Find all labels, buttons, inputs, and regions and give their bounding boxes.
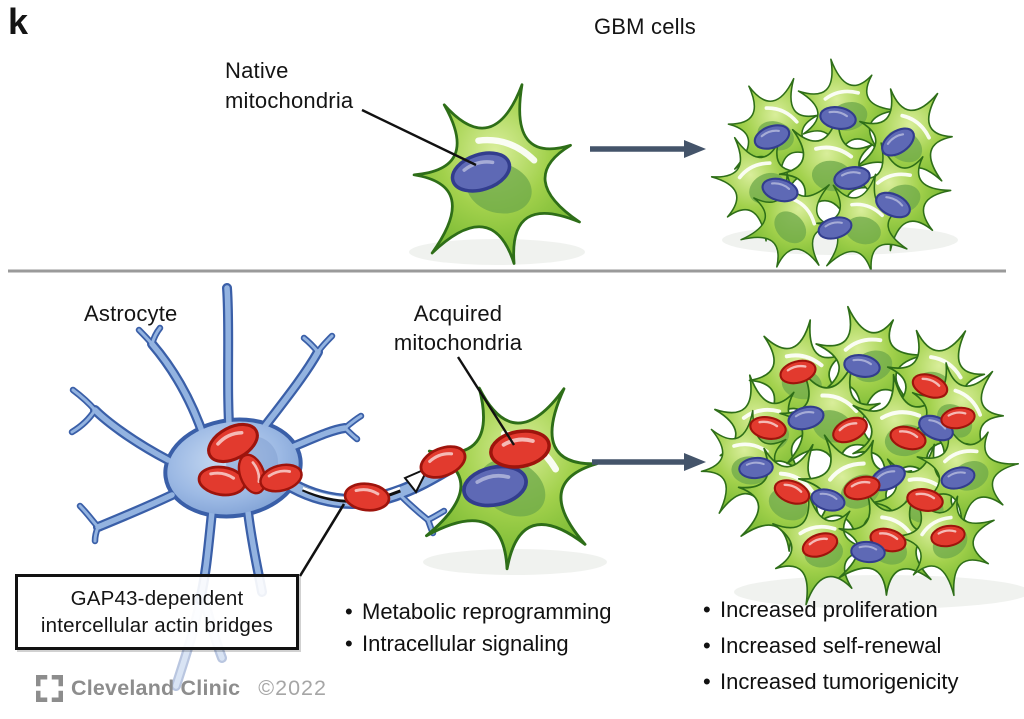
brand-name: Cleveland Clinic (71, 676, 241, 700)
bullet-dot: • (345, 631, 353, 656)
cleveland-clinic-logo-icon (36, 675, 63, 702)
pointer-line-acquired-mitochondria (456, 356, 516, 446)
gbm-cluster-native (693, 44, 984, 294)
footer-credit: Cleveland Clinic ©2022 (36, 675, 327, 702)
bullet-dot: • (703, 597, 711, 622)
gap43-line2: intercellular actin bridges (40, 614, 274, 637)
gap43-line1: GAP43-dependent (70, 587, 244, 610)
bullet-dot: • (703, 633, 711, 658)
gbm-tumor-cluster (696, 285, 1024, 618)
acquired-label-line1: Acquired (413, 301, 503, 326)
bullet-item: •Intracellular signaling (345, 628, 611, 660)
tumor-bullet-list: •Increased proliferation •Increased self… (703, 592, 958, 700)
astrocyte-label: Astrocyte (84, 301, 178, 326)
bullet-dot: • (345, 599, 353, 624)
native-label-line2: mitochondria (225, 88, 354, 113)
pointer-line-native-mitochondria (361, 108, 477, 167)
acquired-label-line2: mitochondria (393, 330, 523, 355)
native-mitochondria-label: Native mitochondria (225, 56, 353, 116)
gbm-cells-title: GBM cells (593, 14, 697, 39)
middle-cell-bullet-list: •Metabolic reprogramming •Intracellular … (345, 596, 611, 660)
bullet-item: •Increased tumorigenicity (703, 664, 958, 700)
arrow-icon-bottom (592, 453, 706, 471)
pointer-line-gap43 (298, 503, 346, 577)
acquired-mitochondria-label: Acquired mitochondria (372, 299, 544, 357)
bullet-item: •Increased self-renewal (703, 628, 958, 664)
panel-label: k (8, 1, 29, 42)
arrow-icon-top (590, 140, 706, 158)
bullet-item: •Increased proliferation (703, 592, 958, 628)
native-label-line1: Native (225, 58, 289, 83)
gap43-callout-box: GAP43-dependent intercellular actin brid… (15, 574, 299, 650)
copyright: ©2022 (258, 676, 327, 700)
bullet-item: •Metabolic reprogramming (345, 596, 611, 628)
astrocyte-illustration (72, 288, 448, 686)
bullet-dot: • (703, 669, 711, 694)
